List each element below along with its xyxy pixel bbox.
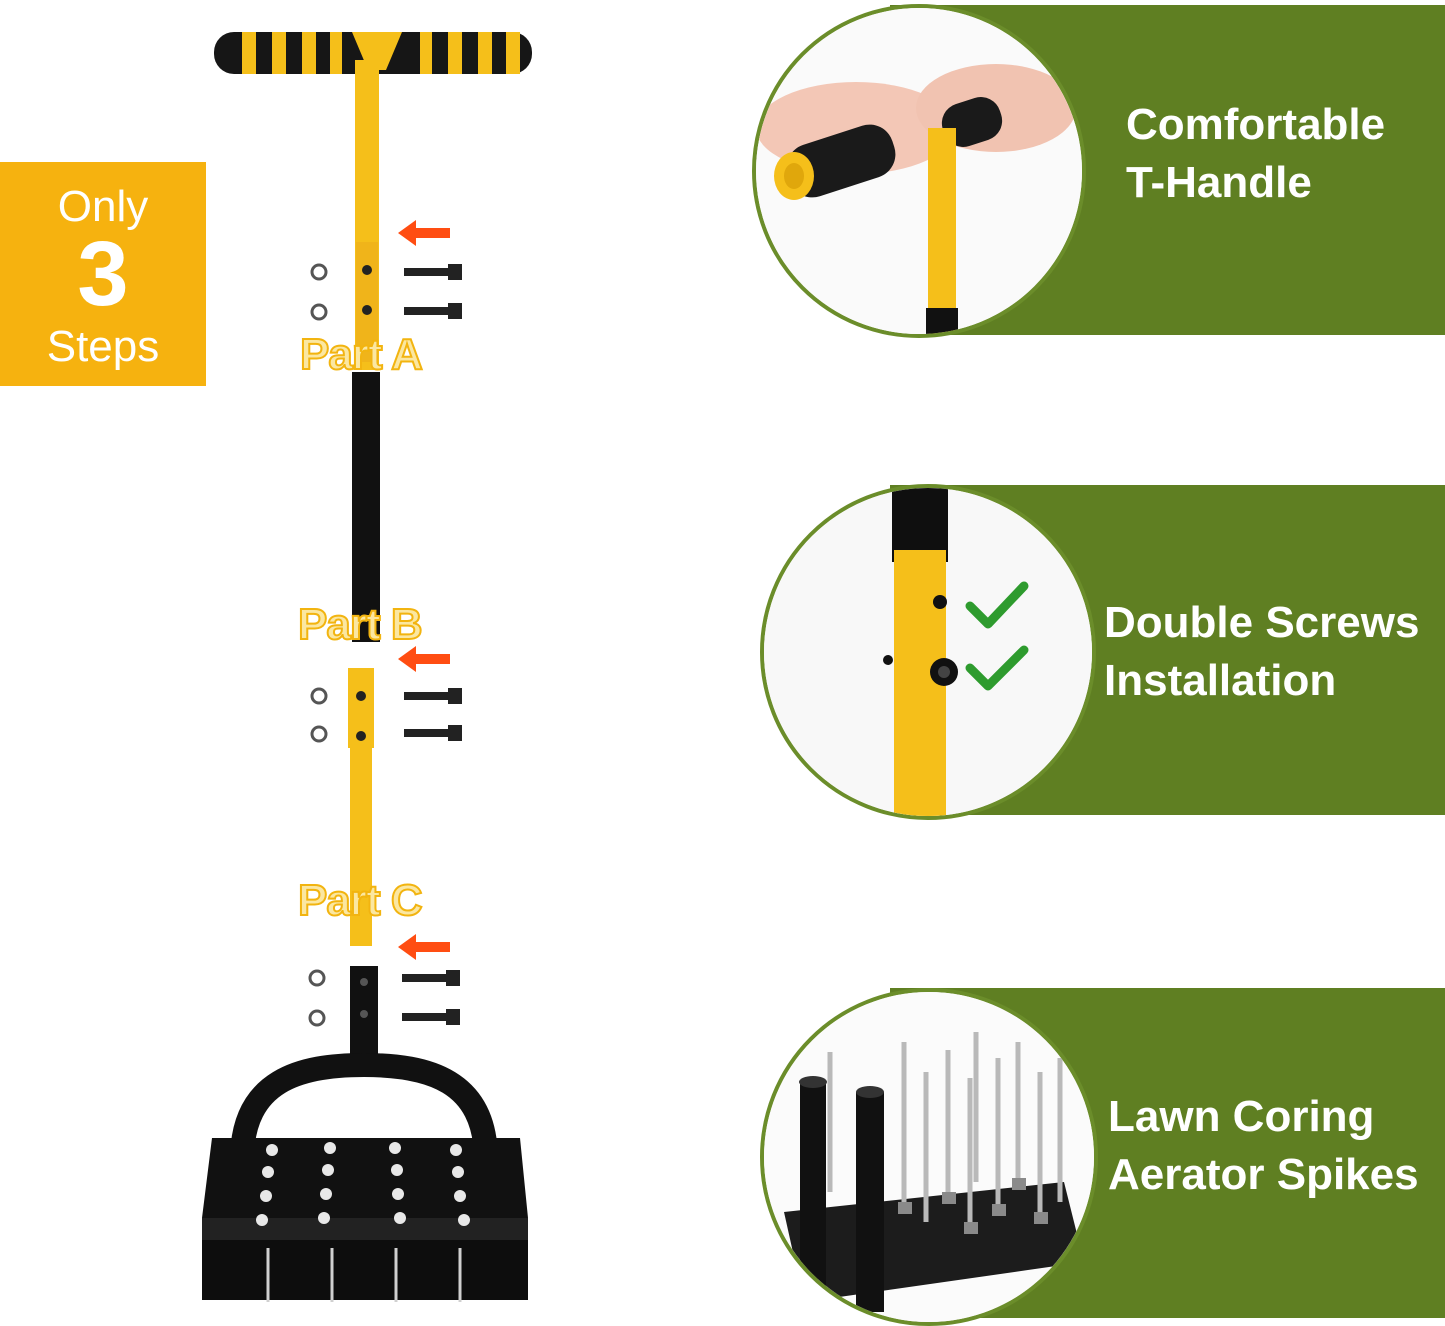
hex-nut-icon bbox=[310, 263, 328, 281]
part-c-label: Part C bbox=[297, 875, 424, 926]
feature-photo-t-handle bbox=[752, 4, 1086, 338]
steps-badge: Only 3 Steps bbox=[0, 162, 206, 386]
feature-title-line1: Double Screws bbox=[1104, 598, 1420, 647]
bolt-icon bbox=[404, 307, 450, 315]
hardware-set-b bbox=[310, 687, 462, 743]
badge-steps-text: Steps bbox=[46, 322, 160, 371]
hardware-set-a bbox=[310, 263, 462, 321]
feature-title-line2: Aerator Spikes bbox=[1108, 1150, 1419, 1199]
part-a-label: Part A bbox=[299, 329, 424, 380]
bolt-icon bbox=[402, 1013, 448, 1021]
hex-nut-icon bbox=[310, 725, 328, 743]
feature-photo-aerator-spikes bbox=[760, 988, 1098, 1326]
feature-title-line2: T-Handle bbox=[1126, 158, 1312, 207]
aerator-exploded-illustration bbox=[202, 32, 532, 1302]
bolt-icon bbox=[404, 268, 450, 276]
arrow-left-icon bbox=[398, 934, 450, 960]
arrow-left-icon bbox=[398, 220, 450, 246]
bolt-icon bbox=[404, 729, 450, 737]
hex-nut-icon bbox=[310, 303, 328, 321]
bolt-icon bbox=[404, 692, 450, 700]
hex-nut-icon bbox=[308, 1009, 326, 1027]
feature-title-line2: Installation bbox=[1104, 656, 1337, 705]
base-arch bbox=[230, 1052, 498, 1161]
part-b-label: Part B bbox=[297, 599, 424, 650]
hex-nut-icon bbox=[310, 687, 328, 705]
check-icon bbox=[965, 581, 1029, 629]
hardware-set-c bbox=[308, 969, 460, 1027]
feature-text-t-handle: Comfortable T-Handle bbox=[1126, 96, 1385, 212]
badge-number: 3 bbox=[77, 223, 129, 325]
arrow-left-icon bbox=[398, 646, 450, 672]
feature-title-line1: Comfortable bbox=[1126, 100, 1386, 149]
feature-text-double-screws: Double Screws Installation bbox=[1104, 594, 1419, 710]
feature-title-line1: Lawn Coring bbox=[1108, 1092, 1375, 1141]
feature-text-aerator-spikes: Lawn Coring Aerator Spikes bbox=[1108, 1088, 1419, 1204]
part-b-tube bbox=[352, 372, 380, 642]
bolt-icon bbox=[402, 974, 448, 982]
spike-base-plate bbox=[202, 1138, 528, 1300]
aerator-spikes bbox=[266, 1248, 462, 1302]
feature-photo-double-screws bbox=[760, 484, 1096, 820]
spike-bolts bbox=[256, 1142, 470, 1226]
badge-only-text: Only bbox=[57, 182, 149, 231]
check-icon bbox=[965, 645, 1029, 691]
t-handle-grip bbox=[214, 32, 532, 74]
hex-nut-icon bbox=[308, 969, 326, 987]
